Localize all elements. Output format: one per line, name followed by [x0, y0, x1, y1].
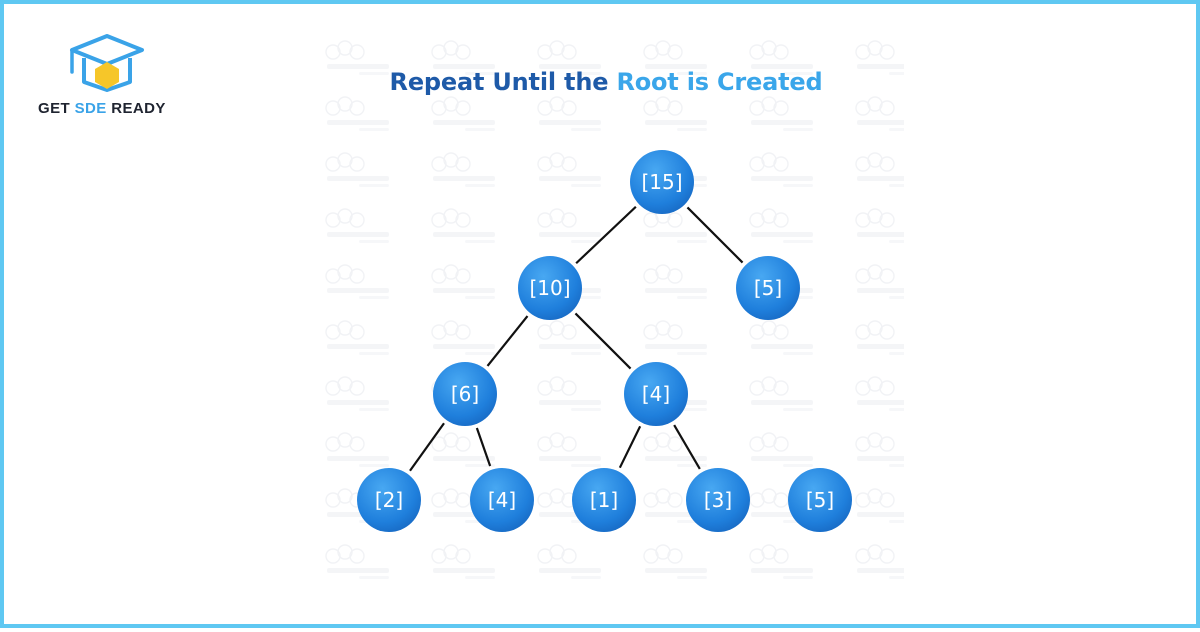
brand-word-sde: SDE	[74, 100, 107, 117]
tree-node-n15: [15]	[630, 150, 694, 214]
edge-n6-n2	[409, 422, 445, 472]
brand-word-get: GET	[38, 100, 71, 117]
tree-node-n4b: [4]	[470, 468, 534, 532]
node-circle	[624, 362, 688, 426]
brand-logo: GET SDE READY	[38, 32, 188, 122]
tree-node-n6: [6]	[433, 362, 497, 426]
edge-n4a-n3	[673, 424, 701, 470]
edge-n4a-n1	[618, 425, 642, 469]
node-circle	[736, 256, 800, 320]
node-label: [10]	[529, 276, 570, 300]
node-label: [3]	[704, 488, 732, 512]
node-label: [5]	[806, 488, 834, 512]
edge-n10-n4a	[574, 312, 632, 370]
node-circle	[788, 468, 852, 532]
huffman-tree: [15] [10] [5] [6] [4] [2] [4] [1] [3] [5]	[357, 150, 852, 532]
node-circle	[518, 256, 582, 320]
edge-n10-n6	[486, 315, 529, 367]
tree-node-n10: [10]	[518, 256, 582, 320]
brand-name: GET SDE READY	[38, 100, 166, 117]
tree-node-n3: [3]	[686, 468, 750, 532]
node-circle	[433, 362, 497, 426]
tree-node-n2: [2]	[357, 468, 421, 532]
node-circle	[686, 468, 750, 532]
title-part-1: Repeat Until the	[389, 68, 609, 96]
tree-node-n5b: [5]	[788, 468, 852, 532]
diagram-title: Repeat Until the Root is Created	[304, 68, 908, 96]
title-part-2: Root is Created	[616, 68, 823, 96]
node-circle	[470, 468, 534, 532]
node-label: [5]	[754, 276, 782, 300]
tree-node-n4a: [4]	[624, 362, 688, 426]
tree-node-n1: [1]	[572, 468, 636, 532]
node-label: [2]	[375, 488, 403, 512]
brand-word-ready: READY	[111, 100, 166, 117]
node-label: [4]	[642, 382, 670, 406]
edge-n15-n5a	[686, 206, 744, 264]
edge-n15-n10	[575, 205, 637, 265]
tree-node-n5a: [5]	[736, 256, 800, 320]
node-circle	[630, 150, 694, 214]
node-circle	[357, 468, 421, 532]
node-label: [6]	[451, 382, 479, 406]
node-label: [4]	[488, 488, 516, 512]
edge-n6-n4b	[475, 427, 492, 467]
node-label: [1]	[590, 488, 618, 512]
node-label: [15]	[641, 170, 682, 194]
node-circle	[572, 468, 636, 532]
graduation-cap-icon	[70, 34, 144, 92]
